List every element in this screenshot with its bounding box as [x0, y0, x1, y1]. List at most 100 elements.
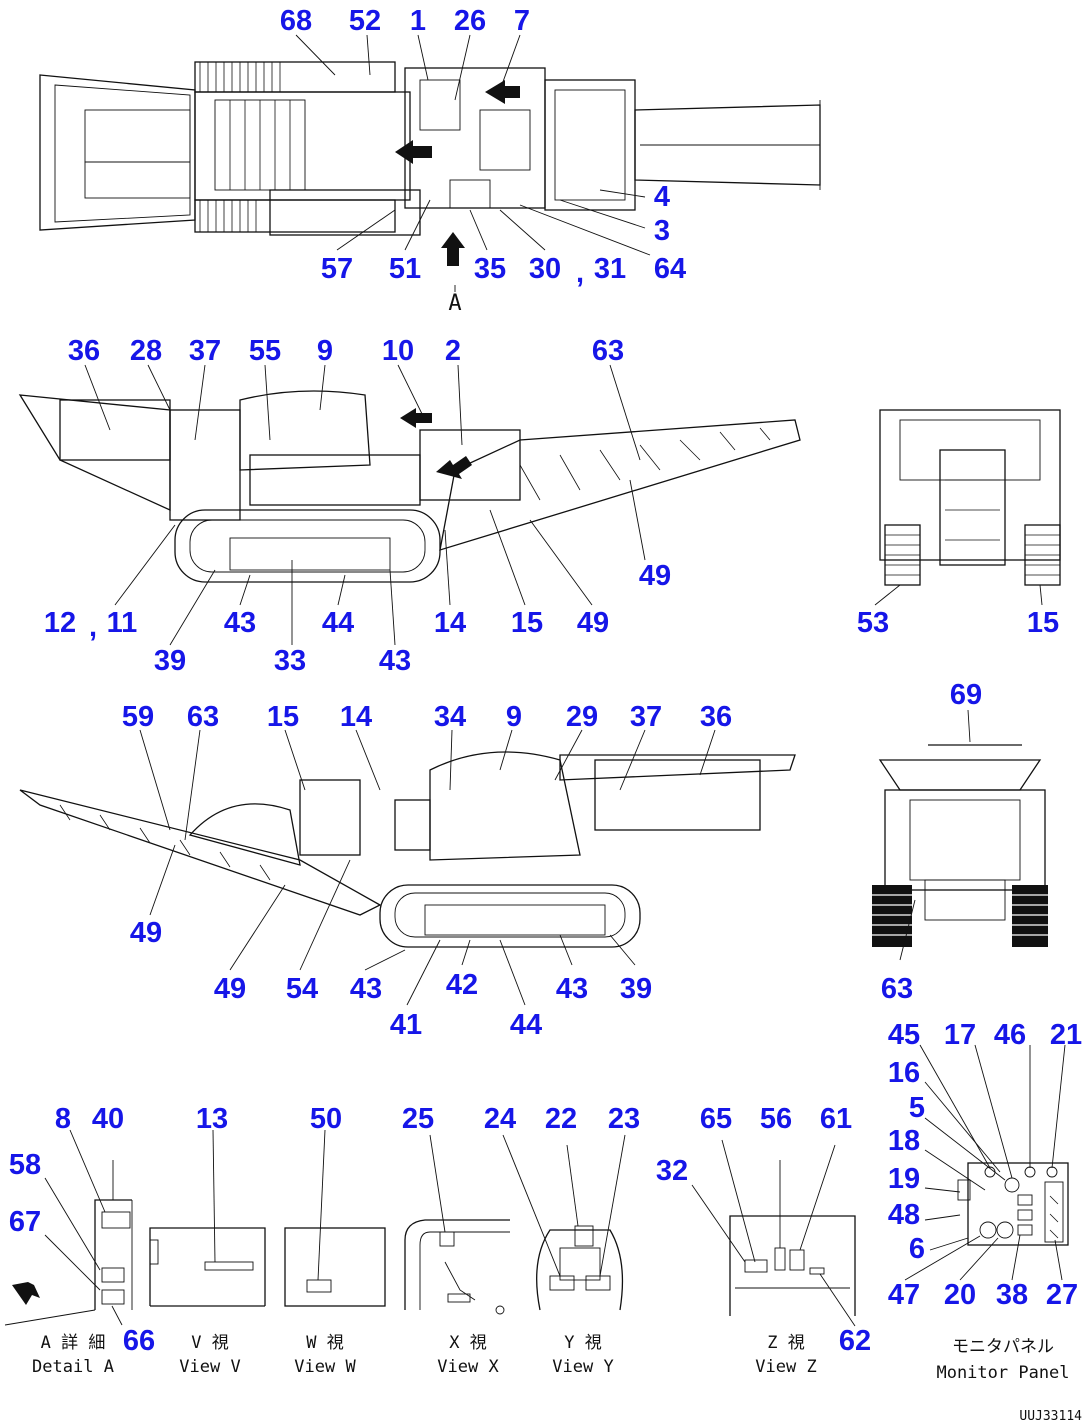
callout-53: 53: [857, 607, 889, 639]
front-view-leaders: [874, 584, 1043, 606]
side-view-callouts: 36 28 37 55 9 10 2 63 49 12 , 11 39 43 3…: [44, 335, 671, 677]
callout-39: 39: [620, 973, 652, 1005]
callout-11: 11: [107, 607, 138, 639]
callout-63: 63: [187, 701, 219, 733]
side-view-2-drawing: [19, 751, 796, 948]
monitor-panel-leaders: [904, 1044, 1066, 1281]
callout-28: 28: [130, 335, 162, 367]
callout-65: 65: [700, 1103, 732, 1135]
callout-54: 54: [286, 973, 318, 1005]
callout-12: 12: [44, 607, 76, 639]
callout-66: 66: [123, 1325, 155, 1357]
callout-17: 17: [944, 1019, 976, 1051]
view-captions: A 詳 細 Detail A V 視 View V W 視 View W X 視…: [32, 1333, 1082, 1424]
monitor-panel-drawing: [957, 1162, 1069, 1246]
caption-view-y: View Y: [552, 1357, 613, 1377]
top-view-drawing: [39, 61, 821, 266]
caption-view-v: View V: [179, 1357, 240, 1377]
view-w-drawing: [284, 1129, 386, 1307]
callout-67: 67: [9, 1206, 41, 1238]
detail-a-leaders: [44, 1129, 123, 1326]
callout-32: 32: [656, 1155, 688, 1187]
callout-69: 69: [950, 679, 982, 711]
callout-68: 68: [280, 5, 312, 37]
callout-4: 4: [654, 181, 670, 213]
front-view-callouts: 53 15: [857, 607, 1059, 639]
callout-27: 27: [1046, 1279, 1078, 1311]
callout-49b: 49: [577, 607, 609, 639]
view-x-drawing: [404, 1134, 510, 1315]
callout-19: 19: [888, 1163, 920, 1195]
callout-14: 14: [340, 701, 372, 733]
callout-comma: ,: [576, 257, 584, 289]
callout-15: 15: [1027, 607, 1059, 639]
callout-47: 47: [888, 1279, 920, 1311]
rear-view-leaders: [899, 709, 971, 961]
callout-33: 33: [274, 645, 306, 677]
callout-48: 48: [888, 1199, 920, 1231]
caption-view-w-jp: W 視: [306, 1333, 343, 1353]
callout-37: 37: [189, 335, 221, 367]
callout-comma: ,: [89, 611, 97, 643]
callout-52: 52: [349, 5, 381, 37]
caption-view-w: View W: [294, 1357, 356, 1377]
top-view-callouts: 68 52 1 26 7 4 3 57 51 35 30 , 31 64 A: [280, 5, 686, 316]
callout-22: 22: [545, 1103, 577, 1135]
callout-59: 59: [122, 701, 154, 733]
drawing-code: UUJ33114: [1019, 1409, 1082, 1424]
callout-13: 13: [196, 1103, 228, 1135]
callout-36: 36: [68, 335, 100, 367]
callout-51: 51: [389, 253, 421, 285]
callout-35: 35: [474, 253, 506, 285]
callout-26: 26: [454, 5, 486, 37]
callout-45: 45: [888, 1019, 920, 1051]
callout-5: 5: [909, 1092, 925, 1124]
callout-10: 10: [382, 335, 414, 367]
callout-46: 46: [994, 1019, 1026, 1051]
view-v-drawing: [149, 1129, 266, 1307]
side-view-2-callouts: 59 63 15 14 34 9 29 37 36 49 49 54 43 41…: [122, 701, 732, 1041]
callout-49: 49: [639, 560, 671, 592]
callout-61: 61: [820, 1103, 852, 1135]
callout-41: 41: [390, 1009, 422, 1041]
caption-view-x-jp: X 視: [449, 1333, 486, 1353]
detail-a-callouts: 8 40 58 67 66: [9, 1103, 155, 1357]
callout-7: 7: [514, 5, 530, 37]
callout-15: 15: [511, 607, 543, 639]
caption-detail-a-jp: A 詳 細: [41, 1333, 106, 1353]
top-view-leaders: [295, 34, 651, 292]
callout-55: 55: [249, 335, 281, 367]
callout-29: 29: [566, 701, 598, 733]
view-arrow-label-a: A: [448, 291, 461, 316]
callout-43b: 43: [556, 973, 588, 1005]
callout-16: 16: [888, 1057, 920, 1089]
caption-view-z: View Z: [755, 1357, 816, 1377]
detail-a-drawing: [4, 1199, 133, 1326]
caption-view-z-jp: Z 視: [767, 1333, 804, 1353]
callout-50: 50: [310, 1103, 342, 1135]
callout-56: 56: [760, 1103, 792, 1135]
callout-39: 39: [154, 645, 186, 677]
callout-34: 34: [434, 701, 466, 733]
callout-64: 64: [654, 253, 686, 285]
view-y-drawing: [502, 1134, 626, 1311]
callout-44: 44: [322, 607, 354, 639]
caption-monitor: Monitor Panel: [936, 1363, 1069, 1383]
callout-43: 43: [224, 607, 256, 639]
callout-49: 49: [130, 917, 162, 949]
callout-18: 18: [888, 1125, 920, 1157]
monitor-panel-callouts: 45 17 46 21 16 5 18 19 48 6 47 20 38 27: [888, 1019, 1082, 1311]
callout-15: 15: [267, 701, 299, 733]
callout-9: 9: [506, 701, 522, 733]
side-view-leaders: [84, 364, 646, 646]
caption-monitor-jp: モニタパネル: [952, 1337, 1054, 1357]
caption-view-y-jp: Y 視: [564, 1333, 601, 1353]
callout-20: 20: [944, 1279, 976, 1311]
side-view-2-leaders: [139, 729, 716, 1006]
callout-40: 40: [92, 1103, 124, 1135]
callout-49b: 49: [214, 973, 246, 1005]
caption-detail-a: Detail A: [32, 1357, 114, 1377]
front-view-drawing: [879, 409, 1061, 586]
rear-view-callouts: 69 63: [881, 679, 982, 1005]
side-view-drawing: [18, 390, 801, 583]
